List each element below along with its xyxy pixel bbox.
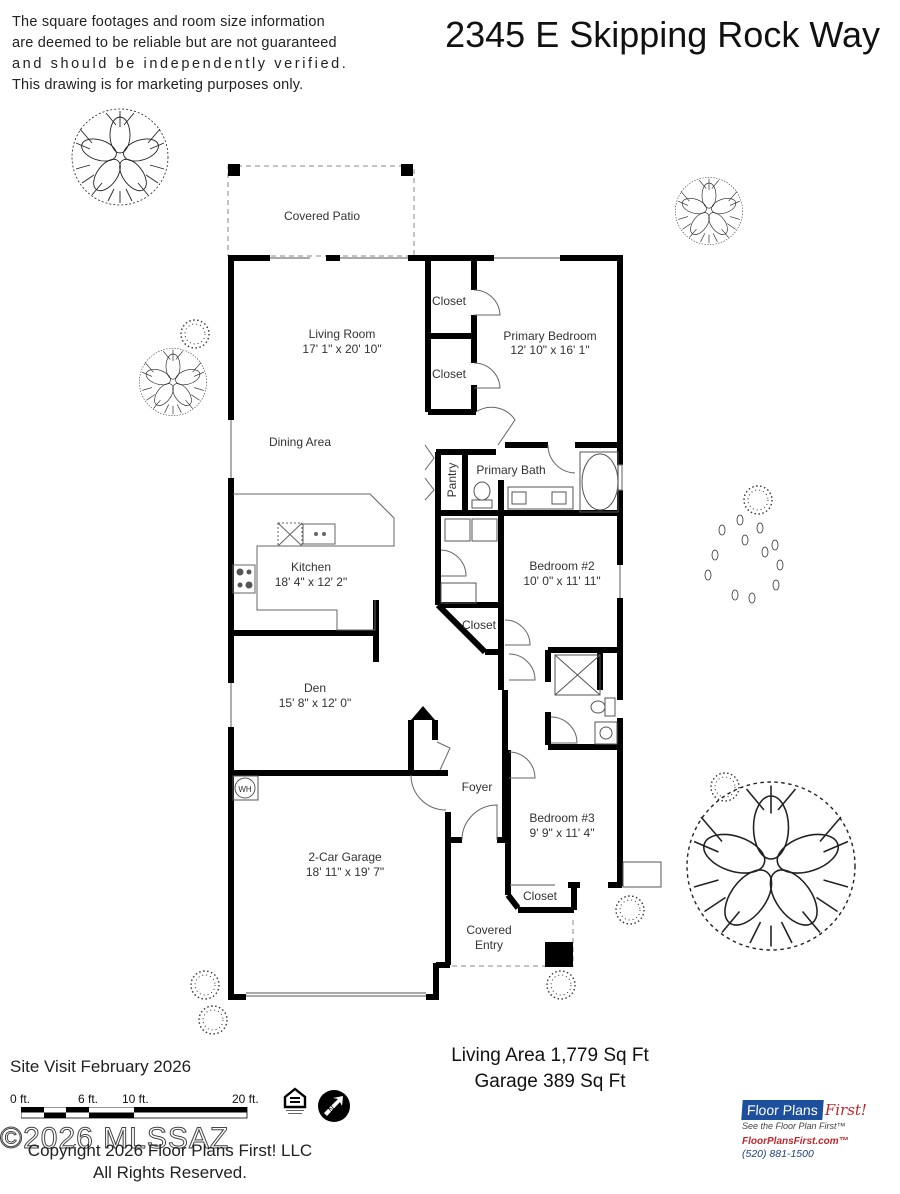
property-address: 2345 E Skipping Rock Way — [445, 14, 880, 55]
room-label-den: Den — [304, 681, 326, 695]
site-visit-date: Site Visit February 2026 — [10, 1057, 192, 1076]
tree-icon — [71, 108, 169, 206]
shrub-icon — [198, 1005, 228, 1035]
scale-labels: 0 ft. 6 ft. 10 ft. 20 ft. — [10, 1092, 270, 1108]
bathtub-icon — [581, 453, 619, 511]
room-size-bedroom-3: 9' 9" x 11' 4" — [530, 826, 595, 840]
shrub-icon — [546, 970, 576, 1000]
room-size-kitchen: 18' 4" x 12' 2" — [275, 575, 347, 589]
ground-cover-icon — [704, 514, 784, 604]
shrub-icon — [710, 772, 740, 802]
room-size-garage: 18' 11" x 19' 7" — [306, 865, 384, 879]
toilet-icon — [473, 481, 491, 501]
dryer-icon — [471, 518, 498, 542]
disclaimer-line: are deemed to be reliable but are not gu… — [12, 35, 337, 51]
mls-watermark: ©2026 MLSSAZ — [0, 1122, 230, 1156]
windows — [230, 257, 623, 997]
room-label-living-room: Living Room — [309, 327, 376, 341]
covered-patio-outline — [227, 165, 415, 257]
shrub-icon — [743, 485, 773, 515]
logo-brand-accent: First! — [824, 1101, 867, 1119]
tree-icon — [139, 348, 207, 416]
room-label-covered-patio: Covered Patio — [284, 209, 360, 223]
room-size-bedroom-2: 10' 0" x 11' 11" — [523, 574, 600, 588]
disclaimer-line: This drawing is for marketing purposes o… — [12, 77, 304, 93]
garage-area: Garage 389 Sq Ft — [474, 1071, 626, 1092]
copyright-line: Copyright 2026 Floor Plans First! LLC — [27, 1141, 313, 1160]
scale-label: 20 ft. — [232, 1092, 259, 1106]
scale-label: 0 ft. — [10, 1092, 31, 1106]
living-area: Living Area 1,779 Sq Ft — [451, 1045, 649, 1066]
room-label-primary-bedroom: Primary Bedroom — [503, 329, 596, 343]
room-label-closet: Closet — [432, 294, 467, 308]
room-label-foyer: Foyer — [462, 780, 493, 794]
room-label-bedroom-3: Bedroom #3 — [529, 811, 595, 825]
tree-icon — [675, 177, 743, 245]
bath-fixtures — [232, 451, 662, 888]
tree-icon — [686, 781, 856, 951]
room-label-closet: Closet — [523, 889, 558, 903]
copyright: Copyright 2026 Floor Plans First! LLC Al… — [0, 1140, 340, 1184]
room-label-covered-entry: Covered — [466, 923, 511, 937]
room-label-bedroom-2: Bedroom #2 — [529, 559, 595, 573]
walls — [228, 255, 623, 1000]
room-label-closet: Closet — [432, 367, 467, 381]
scale-label: 10 ft. — [122, 1092, 149, 1106]
room-label-closet: Closet — [462, 618, 497, 632]
svg-text:N: N — [326, 1104, 337, 1115]
room-label-pantry: Pantry — [445, 463, 459, 498]
logo-brand: Floor Plans — [741, 1100, 824, 1120]
north-arrow-icon: N — [318, 1090, 350, 1122]
shrub-icon — [190, 970, 220, 1000]
water-heater-icon — [234, 777, 256, 799]
disclaimer-line: The square footages and room size inform… — [12, 14, 325, 30]
shower-icon — [554, 654, 601, 696]
room-label-covered-entry-2: Entry — [475, 938, 503, 952]
stove-icon — [236, 568, 253, 589]
room-label-garage: 2-Car Garage — [308, 850, 382, 864]
kitchen-counter — [232, 493, 395, 631]
logo-tagline: See the Floor Plan First™ — [742, 1121, 846, 1131]
room-label-kitchen: Kitchen — [291, 560, 331, 574]
disclaimer-line: and should be independently verified. — [12, 56, 349, 72]
equal-housing-icon — [283, 1087, 307, 1114]
scale-bar — [21, 1107, 248, 1119]
washer-icon — [444, 518, 471, 542]
room-size-den: 15' 8" x 12' 0" — [279, 696, 351, 710]
room-label-primary-bath: Primary Bath — [476, 463, 545, 477]
room-label-dining-area: Dining Area — [269, 435, 331, 449]
door-swings — [410, 289, 578, 841]
logo-phone: (520) 881-1500 — [742, 1148, 814, 1160]
room-size-primary-bedroom: 12' 10" x 16' 1" — [510, 343, 589, 357]
disclaimer: The square footages and room size inform… — [12, 12, 348, 96]
room-size-living-room: 17' 1" x 20' 10" — [302, 342, 381, 356]
shrub-icon — [180, 319, 210, 349]
rights-line: All Rights Reserved. — [92, 1163, 247, 1182]
floor-plan: Covered Patio Living Room 17' 1" x 20' 1… — [71, 108, 856, 1035]
water-heater-label: WH — [238, 785, 252, 794]
area-summary: Living Area 1,779 Sq Ft Garage 389 Sq Ft — [420, 1043, 680, 1095]
scale-label: 6 ft. — [78, 1092, 99, 1106]
shrub-icon — [615, 895, 645, 925]
logo-url[interactable]: FloorPlansFirst.com™ — [742, 1136, 849, 1147]
